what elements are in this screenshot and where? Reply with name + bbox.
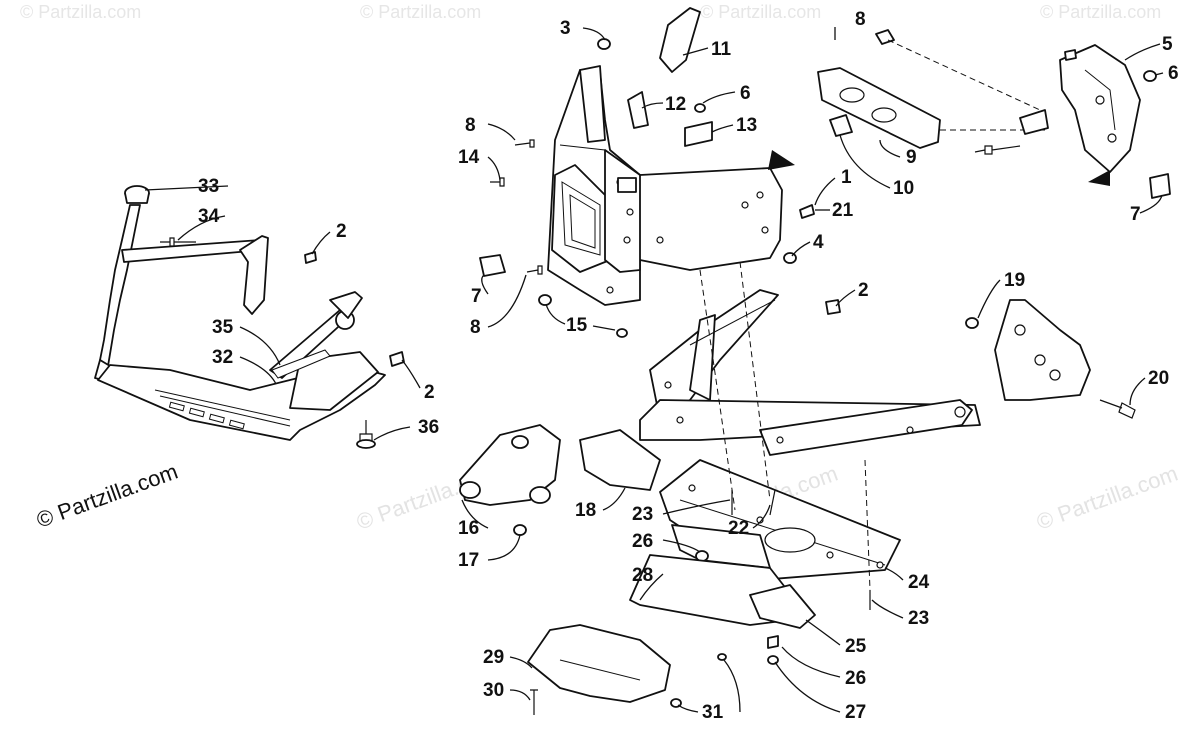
callout-29: 29: [483, 647, 504, 668]
watermark-faint: © Partzilla.com: [20, 2, 141, 22]
callout-6: 6: [1168, 63, 1179, 84]
callout-8: 8: [855, 9, 866, 30]
callout-2: 2: [424, 382, 435, 403]
callout-31: 31: [702, 702, 724, 723]
watermark-faint: © Partzilla.com: [360, 2, 481, 22]
callout-2: 2: [336, 221, 347, 242]
callout-21: 21: [832, 200, 854, 221]
callout-10: 10: [893, 178, 914, 199]
callout-14: 14: [458, 147, 480, 168]
callout-22: 22: [728, 518, 749, 539]
callout-5: 5: [1162, 34, 1173, 55]
front-structure: [479, 7, 1110, 338]
callout-32: 32: [212, 347, 233, 368]
callout-12: 12: [665, 94, 686, 115]
callout-18: 18: [575, 500, 596, 521]
callout-26: 26: [845, 668, 866, 689]
callout-23: 23: [908, 608, 929, 629]
skid-plates: [527, 489, 871, 715]
callout-15: 15: [566, 315, 588, 336]
callout-20: 20: [1148, 368, 1169, 389]
callout-17: 17: [458, 550, 479, 571]
callout-7: 7: [471, 286, 482, 307]
side-plate: [965, 299, 1136, 419]
watermark-faint: © Partzilla.com: [1040, 2, 1161, 22]
callout-4: 4: [813, 232, 824, 253]
callout-7: 7: [1130, 204, 1141, 225]
watermark-main: © Partzilla.com: [33, 459, 181, 533]
callout-24: 24: [908, 572, 930, 593]
callout-6: 6: [740, 83, 751, 104]
callout-34: 34: [198, 206, 220, 227]
bumper-assembly: [94, 185, 405, 449]
callout-35: 35: [212, 317, 234, 338]
callout-28: 28: [632, 565, 653, 586]
watermark-faint: © Partzilla.com: [1033, 461, 1181, 535]
watermark-faint: © Partzilla.com: [700, 2, 821, 22]
spindle-block: [459, 424, 561, 536]
callout-3: 3: [560, 18, 571, 39]
callout-36: 36: [418, 417, 439, 438]
callout-2: 2: [858, 280, 869, 301]
callout-8: 8: [465, 115, 476, 136]
callout-19: 19: [1004, 270, 1025, 291]
callout-33: 33: [198, 176, 219, 197]
callout-16: 16: [458, 518, 479, 539]
callout-11: 11: [711, 39, 732, 60]
callout-1: 1: [841, 167, 852, 188]
callout-13: 13: [736, 115, 757, 136]
callout-9: 9: [906, 147, 917, 168]
callout-23: 23: [632, 504, 653, 525]
callout-numbers: 3 11 12 6 13 8 14 8 5 6 7 9 10 1 21 4 7 …: [198, 9, 1179, 723]
callout-8: 8: [470, 317, 481, 338]
callout-27: 27: [845, 702, 866, 723]
leader-lines: [144, 27, 1164, 713]
callout-30: 30: [483, 680, 504, 701]
upper-right-parts: [817, 29, 1171, 199]
callout-25: 25: [845, 636, 867, 657]
callout-26: 26: [632, 531, 653, 552]
